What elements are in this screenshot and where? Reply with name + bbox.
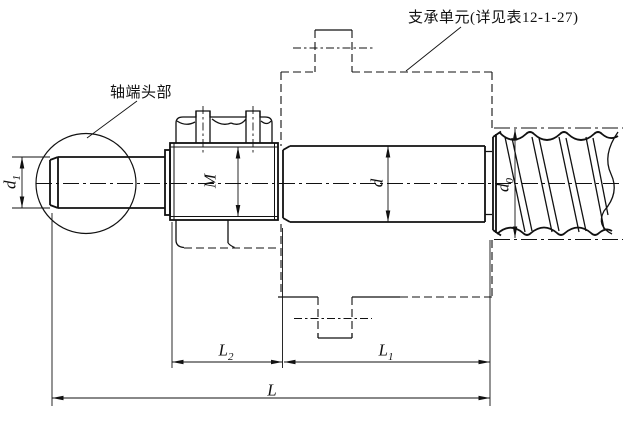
shaft-end-detail-circle xyxy=(35,132,137,235)
dim-label-d1: d1 xyxy=(0,175,23,190)
dim-d1-sub: 1 xyxy=(10,175,23,181)
dim-label-L: L xyxy=(267,382,276,399)
dimension-d1 xyxy=(12,156,50,209)
dim-label-L1: L1 xyxy=(378,340,394,363)
shaft-end-section xyxy=(49,149,171,216)
extension-lines xyxy=(51,213,491,406)
dim-d-base: d xyxy=(367,178,387,188)
dim-label-d: d xyxy=(367,178,387,188)
leader-lines xyxy=(86,26,462,139)
dim-d1-base: d xyxy=(0,180,20,190)
dim-label-M: M xyxy=(200,173,220,189)
dim-label-d0: d0 xyxy=(493,178,516,193)
lock-nut-section xyxy=(169,106,279,249)
dim-label-L2: L2 xyxy=(218,340,234,363)
support-unit-outline xyxy=(278,29,493,339)
journal-shaft-section xyxy=(282,145,492,223)
dim-d0-base: d xyxy=(493,183,513,193)
support-unit-label: 支承单元(详见表12-1-27) xyxy=(408,10,579,26)
shaft-end-label: 轴端头部 xyxy=(110,85,173,101)
dim-L-base: L xyxy=(267,380,277,400)
dim-L2-base: L xyxy=(218,340,228,360)
dim-L1-sub: 1 xyxy=(387,350,394,363)
dim-L1-base: L xyxy=(378,340,388,360)
dim-L2-sub: 2 xyxy=(227,350,234,363)
dim-M-base: M xyxy=(200,173,220,189)
dim-d0-sub: 0 xyxy=(503,178,516,184)
